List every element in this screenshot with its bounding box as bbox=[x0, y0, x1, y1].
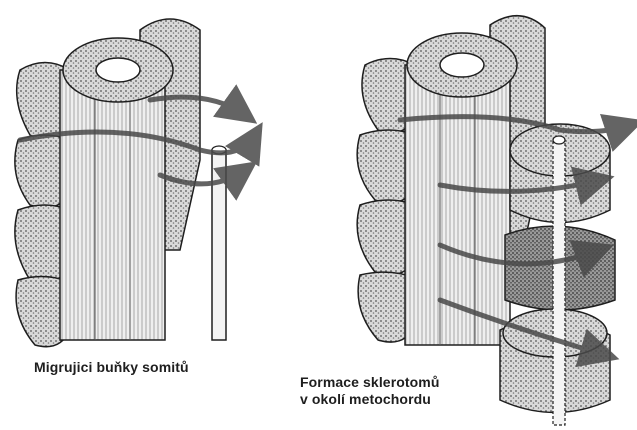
right-figure bbox=[357, 16, 630, 425]
left-neural-tube bbox=[60, 70, 165, 340]
caption-sclerotome-line2: v okolí metochordu bbox=[300, 391, 440, 408]
caption-migrating-cells: Migrujici buňky somitů bbox=[34, 359, 189, 376]
caption-sclerotome-formation: Formace sklerotomů v okolí metochordu bbox=[300, 374, 440, 408]
left-figure bbox=[15, 19, 255, 347]
caption-sclerotome-line1: Formace sklerotomů bbox=[300, 374, 440, 391]
right-neural-tube bbox=[405, 65, 510, 345]
right-notochord bbox=[553, 140, 565, 425]
